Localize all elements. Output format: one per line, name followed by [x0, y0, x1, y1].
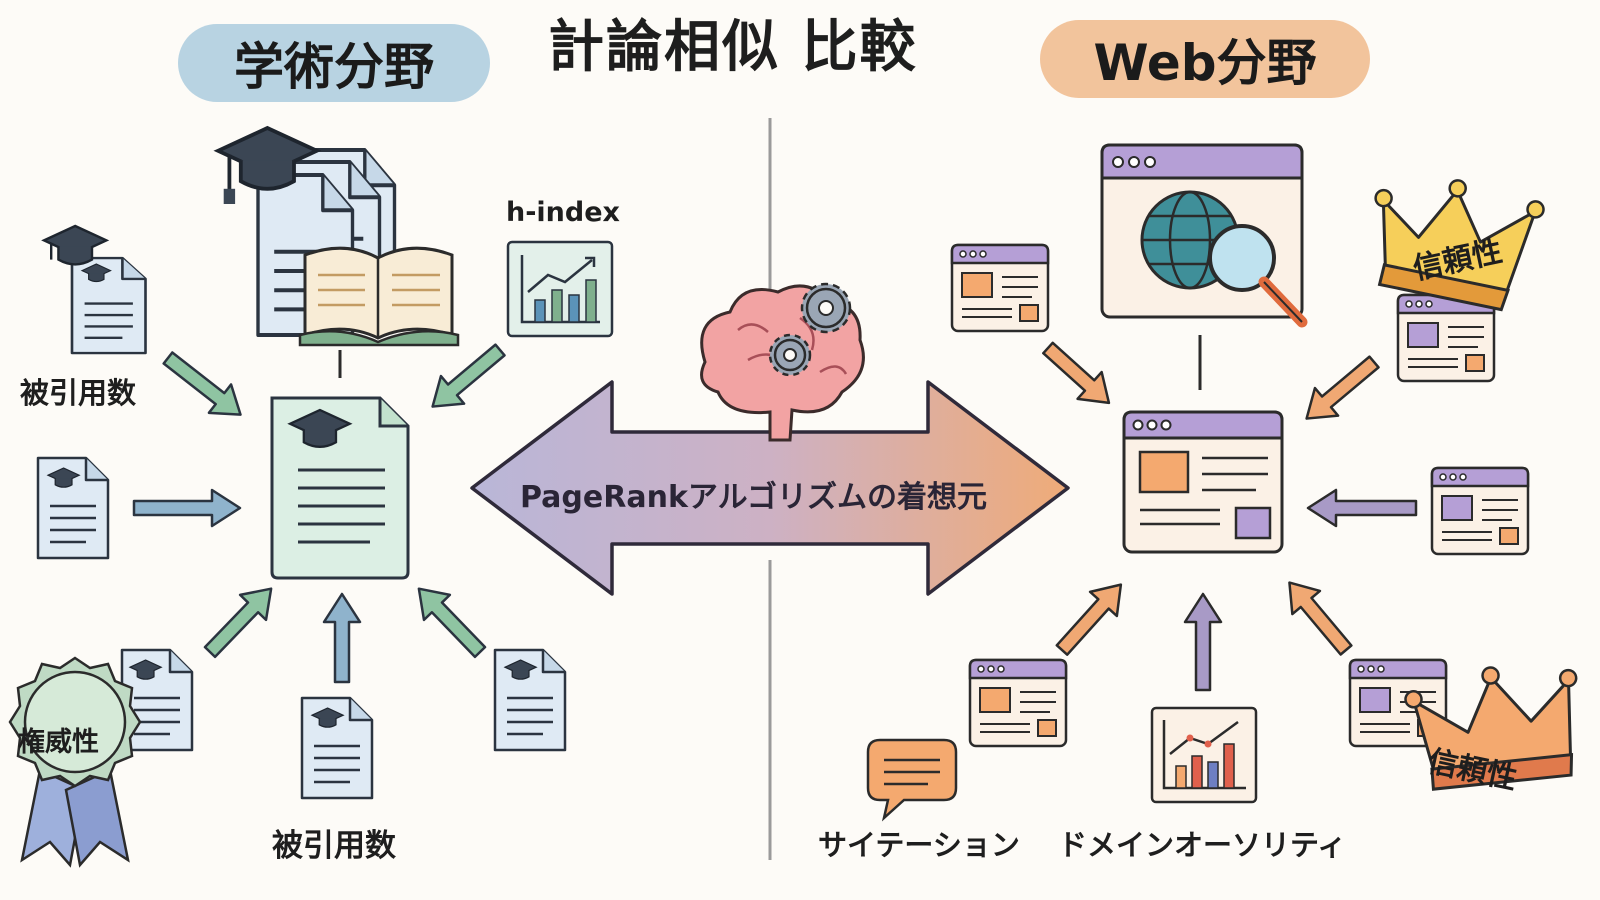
analytics-chart-icon — [1150, 706, 1258, 804]
link-arrow — [1288, 581, 1353, 656]
central-paper — [270, 396, 410, 580]
speech-bubble-icon — [866, 738, 958, 822]
web-heading: Web分野 — [1040, 20, 1370, 98]
hindex-chart-icon — [506, 240, 614, 338]
domain-authority-label: ドメインオーソリティ — [1058, 828, 1347, 862]
citation-arrow — [431, 343, 506, 408]
citation-arrow — [132, 488, 242, 528]
link-arrow — [1305, 355, 1380, 420]
open-book-icon — [298, 246, 460, 347]
citation-count-label: 被引用数 — [272, 828, 396, 864]
page-title: 計論相似 比較 — [548, 15, 918, 80]
central-web-page — [1122, 410, 1284, 554]
search-browser-icon — [1100, 143, 1308, 328]
rosette-icon — [8, 656, 142, 868]
link-arrow — [1306, 488, 1418, 528]
magnifier-icon — [1208, 224, 1308, 328]
link-arrow — [1183, 592, 1223, 692]
citation-label: サイテーション — [818, 828, 1020, 862]
pagerank-label: PageRankアルゴリズムの着想元 — [520, 480, 988, 515]
link-arrow — [1055, 583, 1123, 656]
authority-badge-label: 権威性 — [18, 727, 99, 758]
link-arrow — [1042, 341, 1111, 405]
crown-icon — [1374, 179, 1545, 312]
browser-window-icon — [950, 243, 1050, 333]
cited-paper-bottom-right — [493, 648, 567, 752]
browser-window-icon — [1430, 466, 1530, 556]
citation-arrow — [417, 587, 487, 659]
double-arrow — [470, 380, 1070, 596]
citation-arrow — [162, 351, 242, 416]
graduation-cap-icon — [42, 224, 108, 266]
citation-arrow — [203, 587, 273, 659]
hindex-label: h-index — [506, 197, 620, 228]
academic-heading: 学術分野 — [178, 24, 490, 102]
browser-window-icon — [1396, 293, 1496, 383]
crown-icon — [1404, 666, 1578, 791]
citation-arrow — [322, 592, 362, 684]
cited-paper-top-left — [42, 224, 147, 355]
cited-paper-mid-left — [36, 456, 110, 560]
cited-paper-bottom — [300, 696, 374, 800]
citation-count-label: 被引用数 — [20, 376, 137, 410]
browser-window-icon — [968, 658, 1068, 748]
gear-icon — [768, 282, 852, 377]
graduation-cap-icon — [216, 126, 319, 204]
